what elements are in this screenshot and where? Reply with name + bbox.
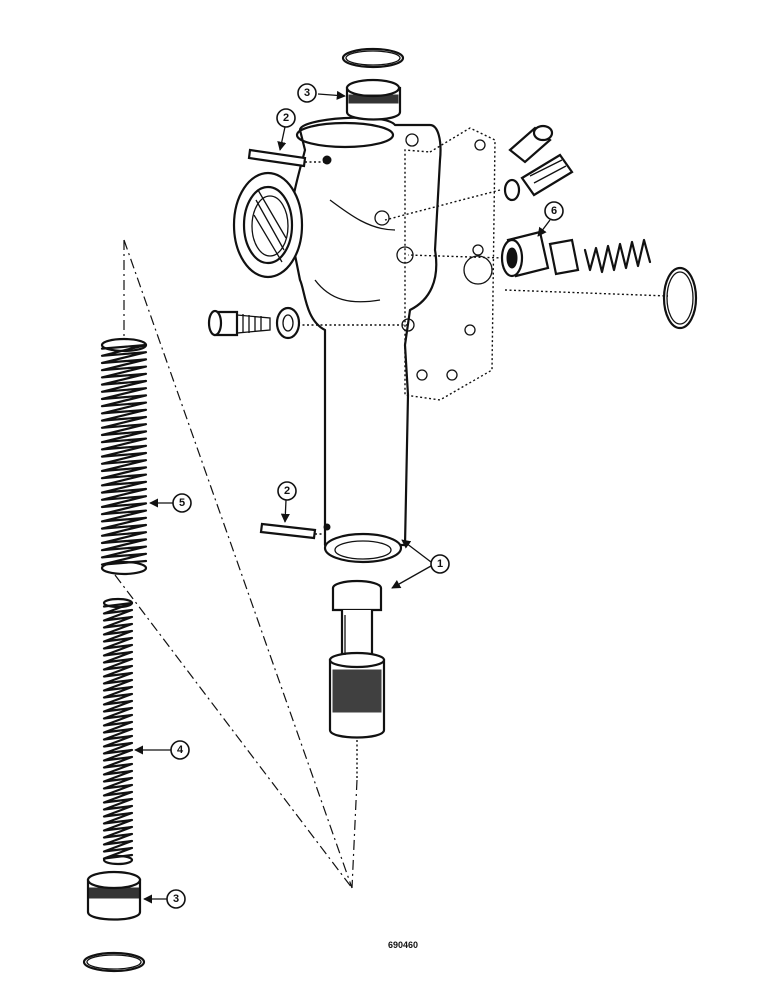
- callout-2-lower: 2: [277, 481, 297, 523]
- callout-2-lower-label: 2: [284, 485, 290, 497]
- callout-5-label: 5: [179, 497, 185, 509]
- top-plug-assembly: [341, 47, 405, 121]
- callout-3-top: 3: [297, 83, 346, 103]
- outer-spring: [100, 337, 148, 576]
- piston: [328, 579, 386, 780]
- side-bolt: [207, 306, 407, 340]
- callout-3-bottom-label: 3: [173, 893, 179, 905]
- callout-4-label: 4: [177, 744, 184, 756]
- inner-spring: [102, 597, 134, 866]
- reference-number: 690460: [388, 940, 418, 950]
- callout-1: 1: [391, 539, 450, 589]
- roll-pin-lower: [259, 522, 326, 540]
- callout-4: 4: [134, 740, 190, 760]
- bottom-plug-assembly: [82, 870, 146, 973]
- relief-valve-parts: [384, 124, 698, 330]
- callout-2-upper: 2: [276, 108, 296, 151]
- roll-pin-upper: [247, 148, 325, 168]
- assembly-guide-lines: [114, 239, 358, 889]
- callout-6: 6: [537, 201, 564, 237]
- callout-1-label: 1: [437, 558, 443, 570]
- callout-3-top-label: 3: [304, 87, 310, 99]
- callout-6-label: 6: [551, 205, 557, 217]
- callout-2-upper-label: 2: [283, 112, 289, 124]
- valve-body: [232, 116, 496, 564]
- callout-5: 5: [149, 493, 192, 513]
- callout-3-bottom: 3: [143, 889, 186, 909]
